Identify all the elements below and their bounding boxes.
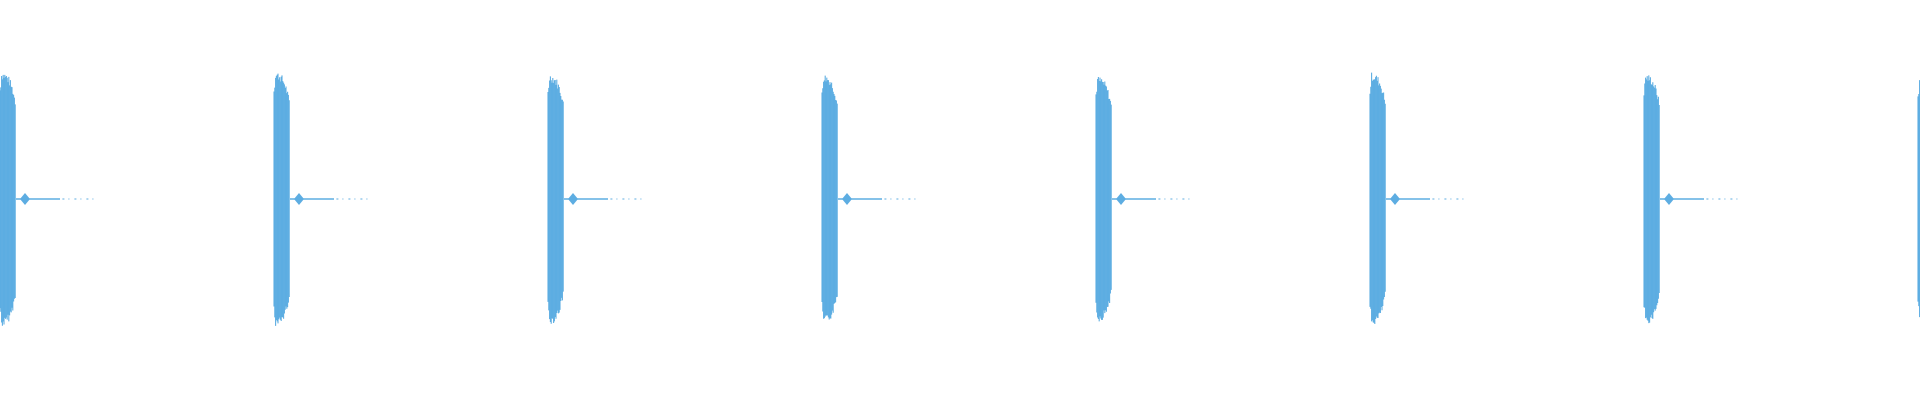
waveform-burst — [1369, 72, 1464, 325]
waveform-burst — [547, 76, 642, 324]
waveform-burst — [0, 74, 94, 326]
waveform-burst — [1643, 75, 1738, 324]
waveform-burst — [273, 73, 368, 326]
waveform-burst — [1095, 77, 1190, 322]
waveform-burst — [821, 75, 916, 320]
